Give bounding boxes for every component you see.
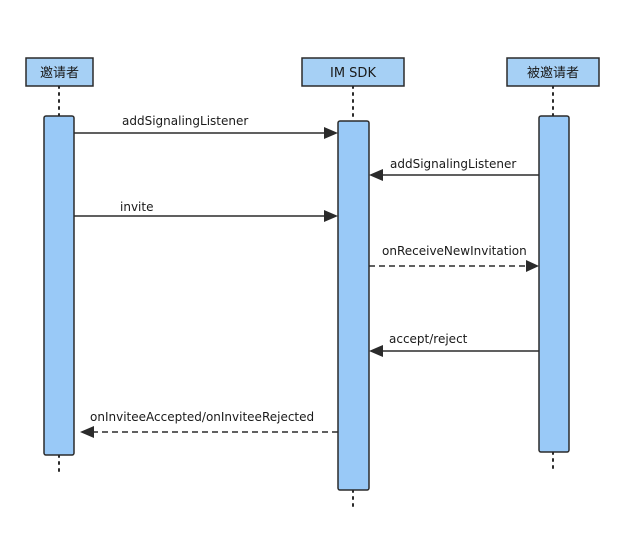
participant-invitee-label: 被邀请者	[527, 66, 579, 81]
message-on-receive-new-invitation: onReceiveNewInvitation	[369, 244, 539, 272]
participant-sdk-label: IM SDK	[330, 66, 376, 81]
arrow-head-right-icon	[324, 210, 338, 222]
message-label: onInviteeAccepted/onInviteeRejected	[90, 410, 314, 424]
arrow-head-left-icon	[80, 426, 94, 438]
message-label: addSignalingListener	[390, 157, 516, 171]
message-label: invite	[120, 200, 153, 214]
participant-inviter-label: 邀请者	[40, 66, 79, 81]
message-on-invitee-accepted-rejected: onInviteeAccepted/onInviteeRejected	[80, 410, 338, 438]
activation-invitee	[538, 115, 570, 453]
message-add-listener-inviter: addSignalingListener	[74, 114, 338, 139]
arrow-head-right-icon	[324, 127, 338, 139]
message-label: accept/reject	[389, 332, 468, 346]
arrow-head-left-icon	[369, 345, 383, 357]
activation-sdk	[337, 120, 370, 491]
participant-invitee: 被邀请者	[506, 57, 600, 87]
participant-sdk: IM SDK	[301, 57, 405, 87]
message-accept-reject: accept/reject	[369, 332, 539, 357]
activation-inviter	[43, 115, 75, 456]
message-add-listener-invitee: addSignalingListener	[369, 157, 539, 181]
arrow-head-right-icon	[526, 260, 539, 272]
participant-inviter: 邀请者	[25, 57, 94, 87]
message-label: addSignalingListener	[122, 114, 248, 128]
arrow-head-left-icon	[369, 169, 383, 181]
message-label: onReceiveNewInvitation	[382, 244, 527, 258]
message-invite: invite	[74, 200, 338, 222]
